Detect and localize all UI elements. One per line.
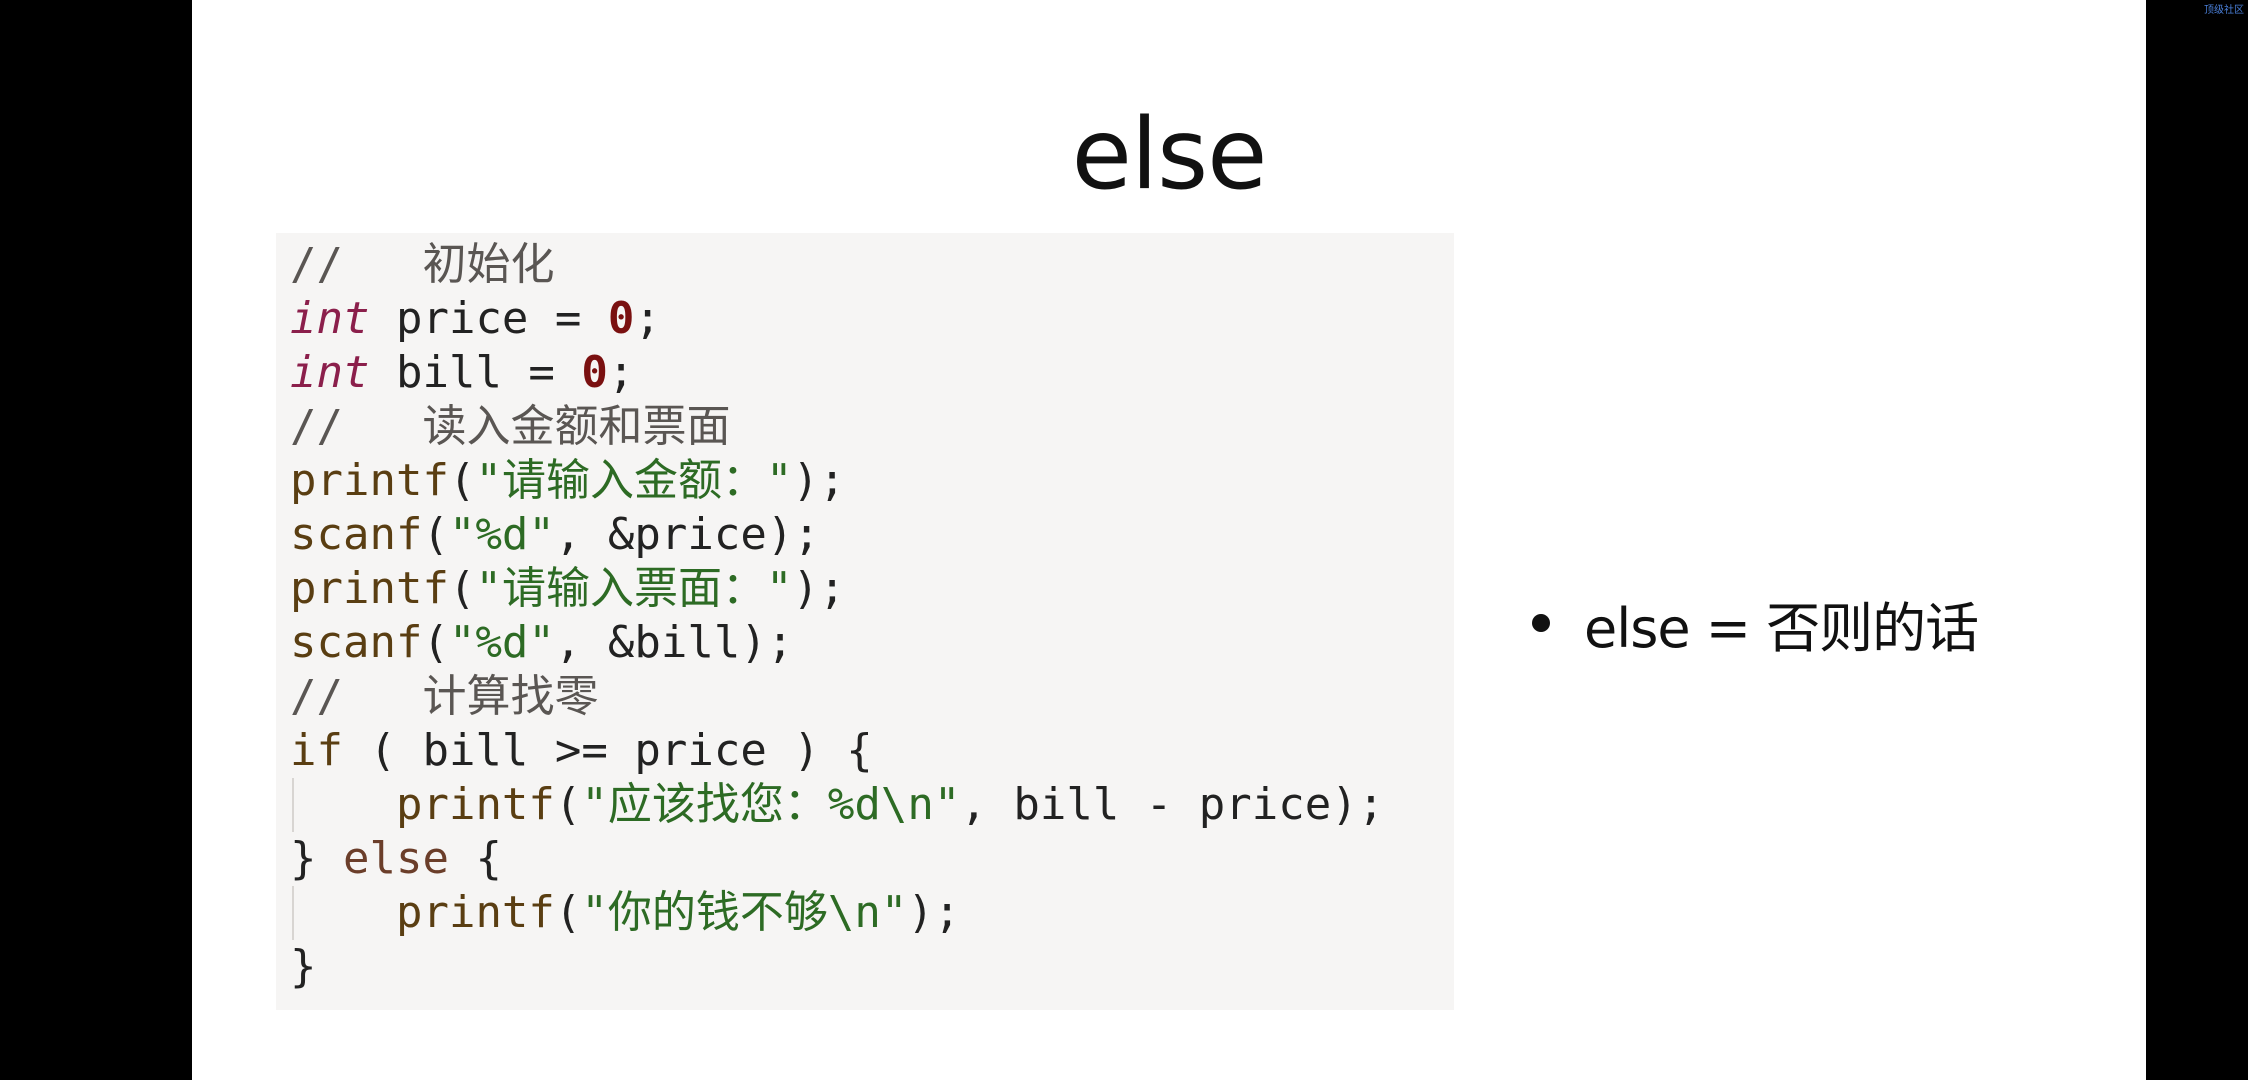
code-token: scanf — [290, 509, 423, 560]
bullet-item: else = 否则的话 — [1532, 588, 1979, 660]
code-token: } — [290, 941, 317, 992]
code-token: , bill - price); — [960, 779, 1385, 830]
code-token: if — [290, 725, 343, 776]
code-token: 0 — [607, 293, 635, 344]
code-token: "请输入票面：" — [475, 563, 793, 614]
code-token: scanf — [290, 617, 423, 668]
indent-guide — [292, 886, 294, 940]
code-line: printf("请输入票面："); — [290, 562, 1384, 616]
code-line: if ( bill >= price ) { — [290, 724, 1384, 778]
code-token: printf — [290, 563, 449, 614]
bullet-text: else = 否则的话 — [1584, 596, 1979, 660]
code-token: ); — [907, 887, 961, 938]
code-line: printf("请输入金额："); — [290, 454, 1384, 508]
code-line: // 初始化 — [290, 238, 1384, 292]
code-token: ( — [422, 617, 449, 668]
code-token: ; — [607, 347, 635, 398]
code-token: ( — [448, 563, 476, 614]
code-line: int bill = 0; — [290, 346, 1384, 400]
indent-guide — [292, 778, 294, 832]
code-token — [290, 887, 396, 938]
code-token: , &bill); — [554, 617, 794, 668]
code-token: int — [290, 347, 370, 398]
slide-title: else — [1071, 98, 1268, 212]
code-token: "%d" — [448, 617, 555, 668]
code-token: else — [342, 833, 449, 884]
code-token: ); — [792, 455, 846, 506]
code-line: } else { — [290, 832, 1384, 886]
code-token: 0 — [581, 347, 608, 398]
code-token: printf — [290, 455, 449, 506]
code-line: printf("应该找您：%d\n", bill - price); — [290, 778, 1384, 832]
code-token: printf — [395, 779, 555, 830]
code-token: { — [448, 833, 502, 884]
code-token: "%d" — [448, 509, 555, 560]
code-token: ( — [554, 779, 582, 830]
code-line: } — [290, 940, 1384, 994]
code-token: // 初始化 — [290, 239, 555, 290]
code-token: ( — [422, 509, 449, 560]
code-token: ); — [792, 563, 846, 614]
code-token: printf — [395, 887, 555, 938]
code-line: // 计算找零 — [290, 670, 1384, 724]
code-token: // 计算找零 — [290, 671, 599, 722]
code-token: int — [290, 293, 370, 344]
code-token: ; — [634, 293, 661, 344]
code-token: ( bill >= price ) { — [342, 725, 873, 776]
code-token: "应该找您：%d\n" — [581, 779, 961, 830]
code-token: bill = — [369, 347, 582, 398]
code-token: price = — [369, 293, 608, 344]
code-token: "请输入金额：" — [475, 455, 793, 506]
corner-watermark: 顶级社区 — [2204, 5, 2244, 16]
code-token: "你的钱不够\n" — [581, 887, 908, 938]
code-token: , &price); — [554, 509, 820, 560]
code-line: scanf("%d", &bill); — [290, 616, 1384, 670]
code-token — [290, 779, 396, 830]
code-token: ( — [554, 887, 582, 938]
code-line: // 读入金额和票面 — [290, 400, 1384, 454]
code-line: scanf("%d", &price); — [290, 508, 1384, 562]
code-line: printf("你的钱不够\n"); — [290, 886, 1384, 940]
code-token: ( — [448, 455, 476, 506]
code-token: } — [290, 833, 343, 884]
code-line: int price = 0; — [290, 292, 1384, 346]
code-token: // 读入金额和票面 — [290, 401, 731, 452]
bullet-dot-icon — [1532, 614, 1550, 632]
